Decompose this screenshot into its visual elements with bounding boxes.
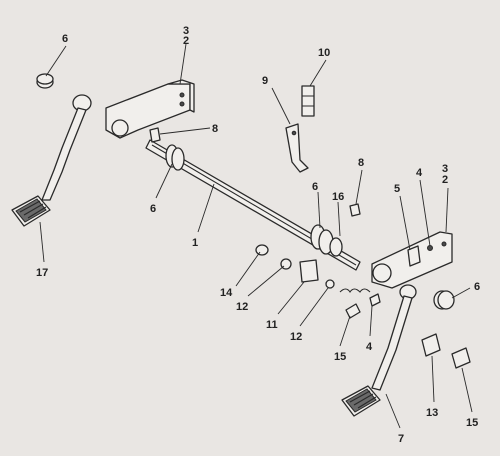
callout-7-right-pedal: 7 <box>398 433 404 445</box>
callout-8-right: 8 <box>358 157 364 169</box>
callout-12-right: 12 <box>290 331 302 343</box>
right-shaft-bushings <box>310 224 343 257</box>
bolts-and-spacer <box>345 293 471 369</box>
callout-2-right: 2 <box>442 174 448 186</box>
left-pedal-assembly <box>11 94 92 227</box>
right-pedal-assembly <box>341 284 417 417</box>
callout-12-left: 12 <box>236 301 248 313</box>
callout-14: 14 <box>220 287 233 299</box>
callout-16: 16 <box>332 191 344 203</box>
callout-8-left: 8 <box>212 123 218 135</box>
callout-11: 11 <box>266 319 278 331</box>
callout-labels: 6 3 2 8 6 1 17 9 10 6 16 8 5 4 3 2 6 14 … <box>36 25 480 445</box>
callout-4-top: 4 <box>416 167 423 179</box>
callout-4-bottom: 4 <box>366 341 373 353</box>
callout-1-shaft: 1 <box>192 237 198 249</box>
spring-pins <box>149 127 361 217</box>
leader-lines <box>39 43 473 429</box>
callout-15-right: 15 <box>466 417 478 429</box>
left-shaft-bushing <box>165 144 185 171</box>
right-mounting-bracket <box>371 231 453 289</box>
callout-6-top-left: 6 <box>62 33 68 45</box>
callout-9-clevis: 9 <box>262 75 268 87</box>
callout-3-left: 3 <box>183 25 189 37</box>
callout-6-shaft-right: 6 <box>312 181 318 193</box>
callout-6-right: 6 <box>474 281 480 293</box>
clevis-and-rod <box>285 85 315 173</box>
callout-10-rod: 10 <box>318 47 330 59</box>
callout-2-left: 2 <box>183 35 189 47</box>
callout-13-spacer: 13 <box>426 407 438 419</box>
callout-17-left-pedal: 17 <box>36 267 48 279</box>
left-bushing-top <box>36 73 54 89</box>
left-mounting-bracket <box>105 79 195 139</box>
callout-5: 5 <box>394 183 400 195</box>
callout-6-shaft-left: 6 <box>150 203 156 215</box>
callout-15-left: 15 <box>334 351 346 363</box>
callout-3-right: 3 <box>442 163 448 175</box>
right-bushing <box>433 290 455 310</box>
